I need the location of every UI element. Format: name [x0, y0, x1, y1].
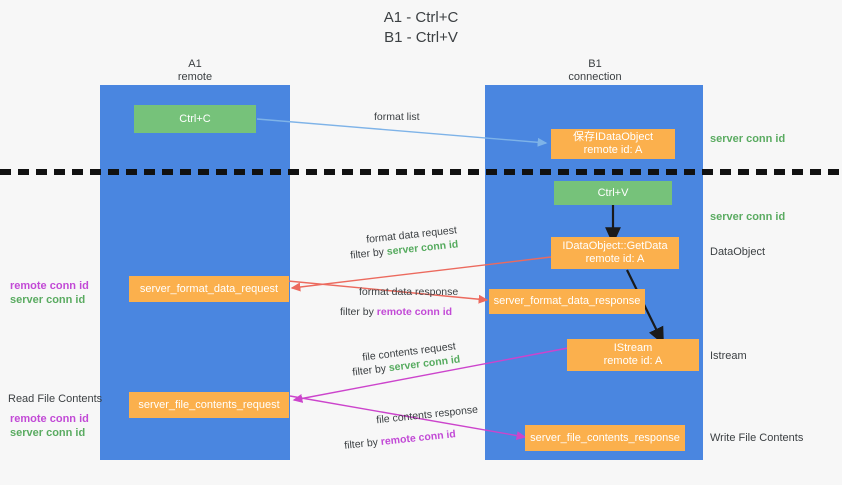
diagram-title: A1 - Ctrl+C B1 - Ctrl+V: [0, 8, 842, 48]
edge-label-format-list-text: format list: [374, 111, 420, 123]
lane-header-a1-sub: remote: [177, 71, 213, 83]
node-server-file-contents-response[interactable]: server_file_contents_response: [525, 425, 685, 451]
edge-label-filter-value-remote-conn-id: remote conn id: [376, 306, 453, 318]
node-istream[interactable]: IStream remote id: A: [567, 339, 699, 371]
edge-label-file-contents-response-text: file contents response: [375, 403, 479, 427]
edge-label-format-data-response-filter: filter by remote conn id: [340, 305, 452, 319]
node-server-format-data-request-label: server_format_data_request: [139, 282, 279, 295]
node-server-format-data-response[interactable]: server_format_data_response: [489, 289, 645, 314]
node-idataobject-getdata-line2: remote id: A: [585, 253, 645, 265]
lane-header-b1-sub: connection: [568, 71, 622, 83]
edge-label-filter-prefix-3: filter by: [351, 362, 390, 379]
edge-label-filter-prefix-4: filter by: [343, 436, 382, 452]
node-idataobject-getdata-line1: IDataObject::GetData: [562, 240, 668, 252]
node-ctrl-c-label: Ctrl+C: [179, 112, 211, 125]
edge-label-file-contents-response-filter: filter by remote conn id: [344, 427, 457, 453]
node-server-file-contents-response-label: server_file_contents_response: [530, 431, 680, 444]
node-ctrl-v[interactable]: Ctrl+V: [554, 181, 672, 205]
edge-label-filter-value-remote-conn-id-2: remote conn id: [380, 428, 457, 448]
edge-label-filter-prefix-2: filter by: [340, 306, 377, 318]
title-line-2: B1 - Ctrl+V: [384, 29, 458, 46]
note-server-conn-id-top: server conn id: [710, 133, 786, 145]
lane-header-a1-name: A1: [188, 58, 202, 70]
node-server-file-contents-request[interactable]: server_file_contents_request: [129, 392, 289, 418]
note-remote-conn-id-2: remote conn id: [10, 413, 89, 425]
note-remote-conn-id-1: remote conn id: [10, 280, 89, 292]
edge-label-format-list: format list: [374, 110, 420, 124]
edge-label-format-data-response: format data response: [359, 285, 458, 299]
node-istream-line1: IStream: [613, 342, 653, 354]
node-server-format-data-request[interactable]: server_format_data_request: [129, 276, 289, 302]
node-ctrl-v-label: Ctrl+V: [597, 186, 629, 199]
note-dataobject: DataObject: [710, 246, 766, 258]
node-server-format-data-response-label: server_format_data_response: [493, 295, 641, 307]
edge-label-file-contents-response: file contents response: [376, 403, 479, 428]
note-server-conn-id-mid: server conn id: [710, 211, 786, 223]
note-istream: Istream: [710, 350, 747, 362]
node-server-file-contents-request-label: server_file_contents_request: [138, 398, 280, 411]
note-write-file-contents: Write File Contents: [710, 432, 804, 444]
edge-label-format-data-response-text: format data response: [359, 286, 459, 298]
node-istream-line2: remote id: A: [603, 355, 663, 367]
node-ctrl-c[interactable]: Ctrl+C: [134, 105, 256, 133]
edge-label-filter-prefix: filter by: [349, 245, 388, 262]
title-line-1: A1 - Ctrl+C: [383, 9, 459, 26]
node-save-idataobject[interactable]: 保存IDataObject remote id: A: [551, 129, 675, 159]
note-server-conn-id-1: server conn id: [10, 294, 86, 306]
node-save-idataobject-line2: remote id: A: [583, 144, 643, 156]
note-server-conn-id-2: server conn id: [10, 427, 86, 439]
note-read-file-contents: Read File Contents: [8, 393, 103, 405]
lane-header-a1: A1 remote: [95, 58, 295, 84]
lane-header-b1: B1 connection: [495, 58, 695, 84]
node-save-idataobject-line1: 保存IDataObject: [572, 131, 654, 143]
node-idataobject-getdata[interactable]: IDataObject::GetData remote id: A: [551, 237, 679, 269]
lane-header-b1-name: B1: [588, 58, 602, 70]
